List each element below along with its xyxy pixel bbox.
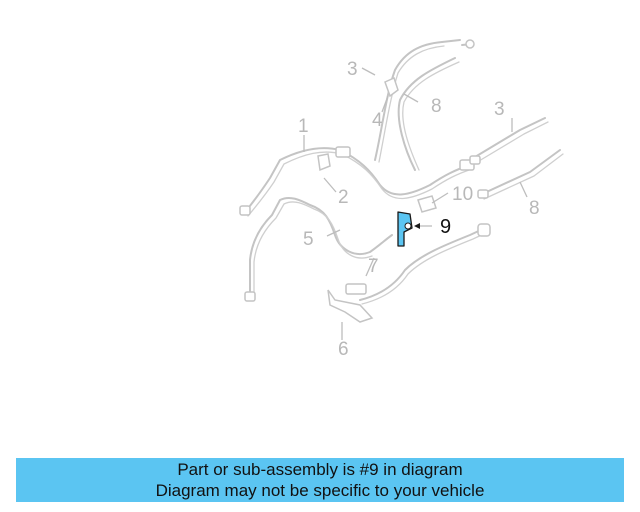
callout-2: 2 bbox=[338, 187, 349, 208]
clip-4 bbox=[384, 76, 399, 98]
hose-line-3-right bbox=[469, 117, 549, 165]
clip-7 bbox=[345, 283, 367, 295]
callout-3-upper: 3 bbox=[347, 59, 358, 80]
hose-line-3-upper bbox=[374, 39, 475, 163]
clip-2 bbox=[317, 153, 331, 172]
pipe-line-lower bbox=[359, 223, 491, 305]
callout-10: 10 bbox=[452, 184, 473, 205]
callout-9[interactable]: 9 bbox=[440, 216, 451, 238]
callout-5: 5 bbox=[303, 229, 314, 250]
callout-4: 4 bbox=[372, 110, 383, 131]
banner-line-disclaimer: Diagram may not be specific to your vehi… bbox=[155, 481, 485, 500]
bracket-6 bbox=[327, 289, 374, 323]
leader-lines bbox=[303, 67, 528, 340]
callout-8-upper: 8 bbox=[431, 96, 442, 117]
callout-1: 1 bbox=[298, 116, 309, 137]
hose-line-8-right bbox=[477, 149, 564, 200]
callout-8-right: 8 bbox=[529, 198, 540, 219]
pipe-line-1 bbox=[239, 146, 475, 217]
banner-line-part: Part or sub-assembly is #9 in diagram bbox=[177, 460, 463, 479]
callout-7: 7 bbox=[368, 256, 379, 277]
parts-diagram: 1 2 3 3 4 5 6 7 8 8 9 10 bbox=[239, 39, 564, 360]
bracket-9-highlighted[interactable] bbox=[397, 211, 413, 247]
bracket-10 bbox=[417, 195, 437, 213]
hose-line-8-upper bbox=[397, 57, 460, 171]
part-info-banner: Part or sub-assembly is #9 in diagram Di… bbox=[16, 458, 624, 502]
callout-6: 6 bbox=[338, 339, 349, 360]
pipe-line-5 bbox=[244, 196, 393, 302]
callout-3-right: 3 bbox=[494, 99, 505, 120]
